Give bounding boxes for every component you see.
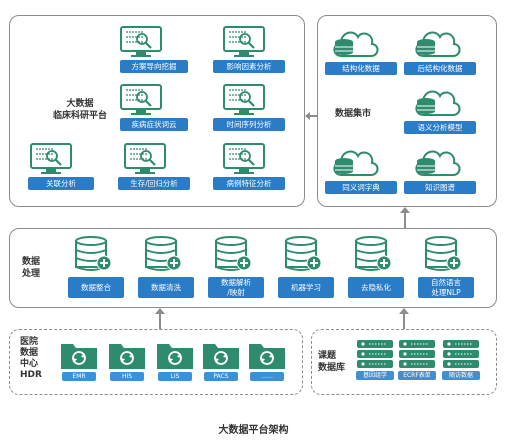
hospital-system-label: EMR — [62, 372, 96, 381]
processing-step-label: 数据清洗 — [138, 277, 194, 298]
monitor-analysis-icon — [223, 84, 265, 115]
hospital-system-label: LIS — [158, 372, 192, 381]
processing-step-label: 去隐私化 — [348, 277, 404, 298]
data-mart-item-label: 后结构化数据 — [404, 62, 476, 75]
sync-folder-icon — [203, 344, 239, 369]
data-mart-title: 数据集市 — [335, 109, 372, 119]
database-add-icon — [355, 236, 392, 271]
tool-label: 时间序列分析 — [213, 118, 285, 131]
cloud-database-icon — [415, 150, 461, 176]
database-add-icon — [425, 236, 462, 271]
hospital-system-label: HIS — [110, 372, 144, 381]
research-db-label: 随访数据 — [442, 371, 480, 380]
processing-step-label: 数据解析 /映射 — [208, 277, 264, 298]
tool-label: 方案导向挖掘 — [120, 60, 188, 73]
server-icon — [399, 340, 435, 368]
cloud-database-icon — [333, 31, 379, 57]
processing-step-label: 数据整合 — [68, 277, 124, 298]
cloud-database-icon — [415, 90, 461, 116]
arrow-research-db-to-processing — [399, 308, 409, 329]
database-add-icon — [285, 236, 322, 271]
monitor-analysis-icon — [30, 143, 72, 174]
data-mart-item-label: 知识图谱 — [404, 181, 476, 194]
server-icon — [357, 340, 393, 368]
data-mart-item-label: 结构化数据 — [325, 62, 397, 75]
figure-caption: 大数据平台架构 — [218, 425, 289, 436]
monitor-analysis-icon — [223, 143, 265, 174]
server-icon — [443, 340, 479, 368]
hospital-system-label: …… — [250, 372, 284, 381]
research-platform-title: 大数据 临床科研平台 — [52, 99, 107, 121]
research-db-label: ECRF表单 — [398, 371, 436, 380]
cloud-database-icon — [415, 31, 461, 57]
tool-label: 生存/回归分析 — [118, 177, 190, 190]
monitor-analysis-icon — [124, 143, 166, 174]
arrow-hospital-to-processing — [155, 308, 165, 329]
tool-label: 关联分析 — [28, 177, 94, 190]
monitor-analysis-icon — [223, 26, 265, 57]
hospital-data-center-title: 医院 数据 中心 HDR — [20, 337, 42, 380]
data-mart-item-label: 语义分析模型 — [404, 121, 476, 134]
monitor-analysis-icon — [120, 26, 162, 57]
data-mart-item-label: 同义词字典 — [325, 181, 397, 194]
processing-step-label: 自然语言 处理NLP — [418, 277, 474, 298]
cloud-database-icon — [333, 150, 379, 176]
arrow-platform-to-mart — [305, 112, 317, 120]
database-add-icon — [215, 236, 252, 271]
tool-label: 疾病症状词云 — [120, 118, 188, 131]
database-add-icon — [145, 236, 182, 271]
research-db-label: 基因组学 — [356, 371, 394, 380]
sync-folder-icon — [61, 344, 97, 369]
hospital-system-label: PACS — [204, 372, 238, 381]
database-add-icon — [75, 236, 112, 271]
monitor-analysis-icon — [120, 84, 162, 115]
tool-label: 影响因素分析 — [213, 60, 285, 73]
processing-step-label: 机器学习 — [278, 277, 334, 298]
sync-folder-icon — [157, 344, 193, 369]
arrow-processing-to-mart — [400, 207, 410, 228]
research-database-title: 课题 数据库 — [318, 351, 346, 373]
tool-label: 病例特征分析 — [213, 177, 285, 190]
sync-folder-icon — [109, 344, 145, 369]
sync-folder-icon — [249, 344, 285, 369]
data-processing-title: 数据 处理 — [22, 257, 41, 279]
